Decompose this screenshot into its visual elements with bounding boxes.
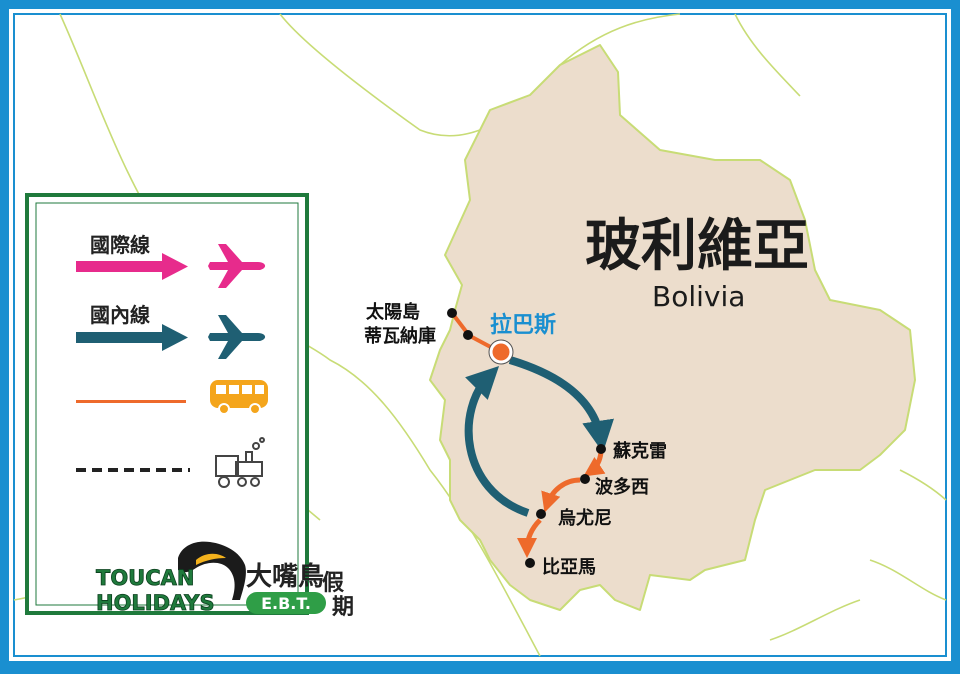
city-marker-villazon[interactable]: 比亞馬 [525, 557, 596, 578]
legend-international-arrow [76, 253, 188, 280]
city-label-potosi: 波多西 [595, 476, 649, 498]
city-marker-tiwanaku[interactable]: 蒂瓦納庫 [364, 325, 473, 347]
legend-airplane-icon-domestic [208, 315, 266, 359]
brand-holidays: HOLIDAYS [96, 591, 215, 615]
city-label-villazon: 比亞馬 [542, 557, 596, 578]
brand-logo: TOUCAN HOLIDAYS 大嘴鳥 假 期 E.B.T. [96, 541, 354, 620]
city-marker-sucre[interactable]: 蘇克雷 [596, 440, 667, 462]
capital-marker-la-paz[interactable]: 拉巴斯 [488, 312, 556, 365]
country-name-zh: 玻利維亞 [585, 214, 809, 279]
legend-train-icon [215, 437, 265, 488]
legend-domestic-arrow [76, 324, 188, 351]
bus-route-sucre-potosi [583, 451, 606, 477]
legend-inner-border [35, 202, 299, 606]
bolivia-country-shape [429, 44, 916, 611]
city-label-sucre: 蘇克雷 [612, 440, 667, 462]
toucan-beak [196, 553, 226, 565]
city-label-isla-del-sol: 太陽島 [366, 301, 420, 323]
brand-toucan: TOUCAN [96, 566, 194, 590]
legend-bus-icon [210, 380, 268, 415]
brand-ebt-text: E.B.T. [261, 594, 311, 613]
city-marker-potosi[interactable]: 波多西 [580, 474, 649, 498]
city-label-tiwanaku: 蒂瓦納庫 [364, 325, 436, 347]
brand-ebt-badge [246, 592, 326, 614]
flight-route-uyuni-lapaz [464, 365, 530, 517]
legend-international-label: 國際線 [90, 233, 150, 257]
brand-zh-name: 大嘴鳥 [246, 562, 324, 592]
legend-bus-line [76, 400, 186, 403]
country-name-en: Bolivia [652, 280, 745, 313]
city-marker-uyuni[interactable]: 烏尤尼 [536, 507, 612, 529]
legend-domestic-label: 國內線 [90, 303, 150, 327]
city-label-uyuni: 烏尤尼 [558, 507, 612, 529]
city-marker-isla-del-sol[interactable]: 太陽島 [366, 301, 457, 323]
brand-qi: 期 [332, 595, 354, 620]
capital-label: 拉巴斯 [490, 312, 556, 338]
flight-route-lapaz-sucre [508, 356, 614, 453]
brand-jia: 假 [322, 571, 344, 596]
bus-route-potosi-uyuni [541, 477, 581, 513]
legend-airplane-icon-international [208, 244, 266, 288]
toucan-icon [178, 541, 246, 600]
bus-route-uyuni-villazon [517, 518, 542, 558]
